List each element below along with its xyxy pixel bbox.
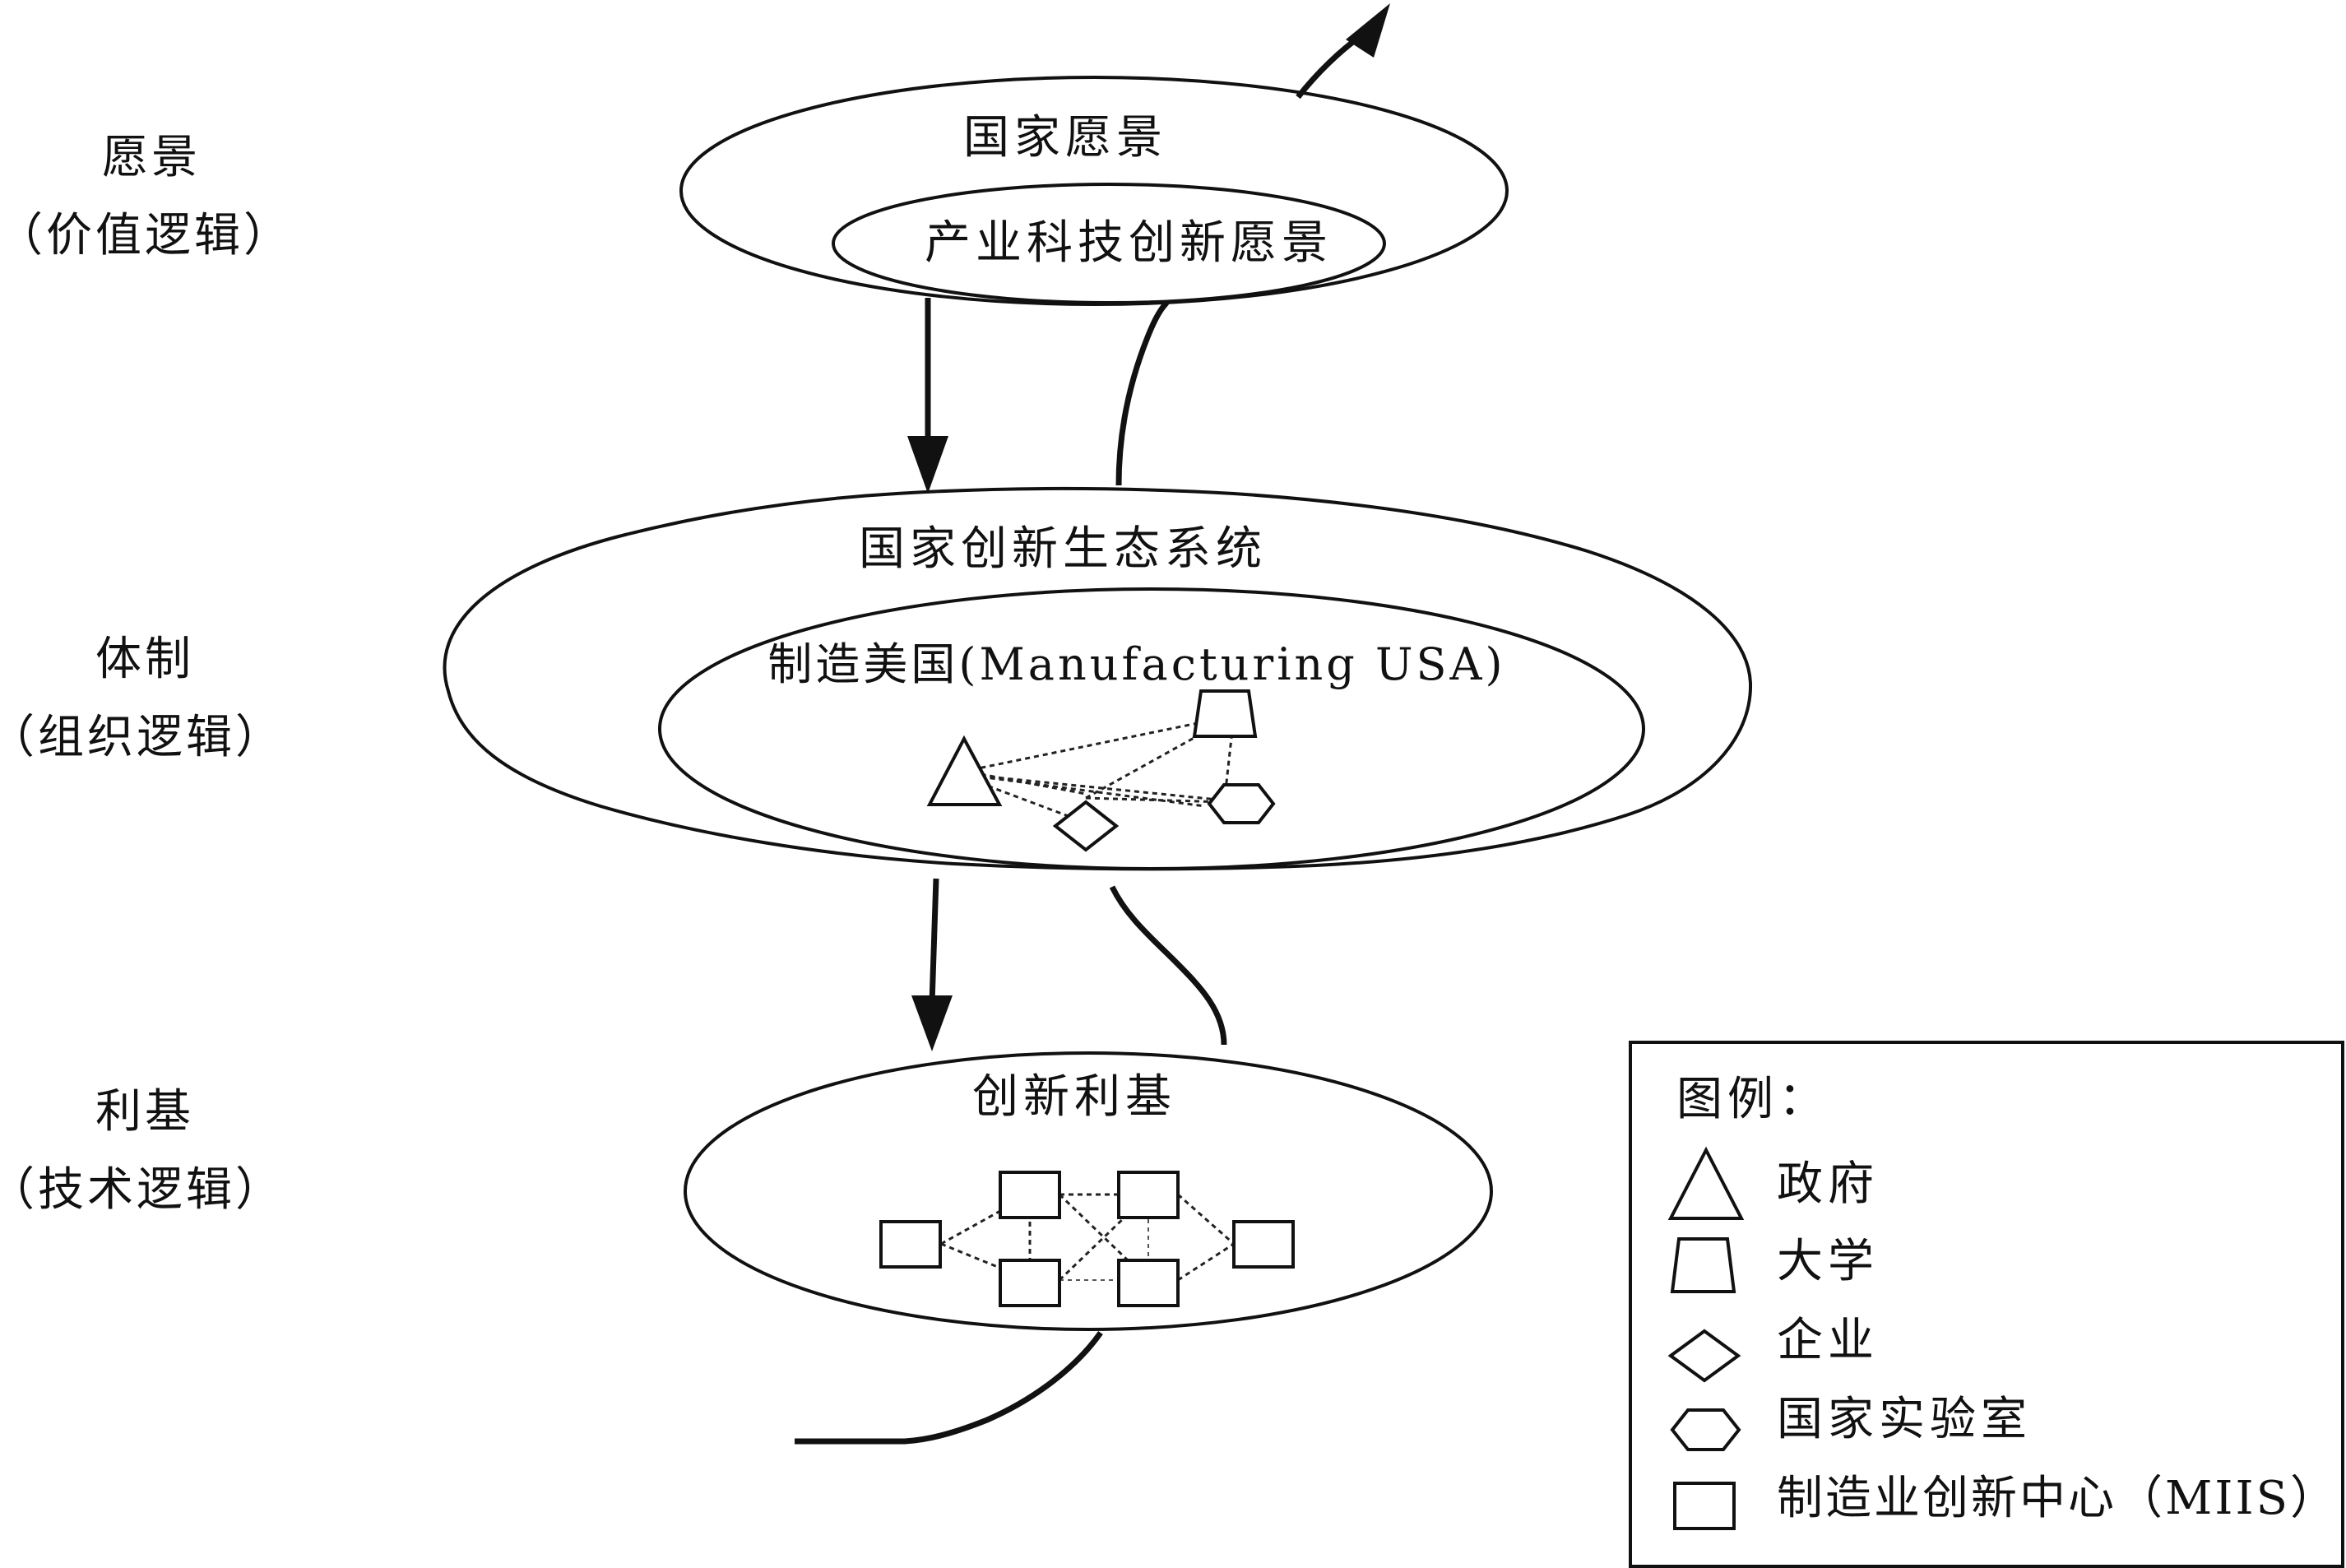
legend: 图例： 政府 大学 企业 国家实验室 制造业创新中心（MIIS） xyxy=(1629,1041,2344,1568)
enterprise-diamond-icon xyxy=(1052,800,1120,852)
industry-vision-ellipse xyxy=(832,183,1386,304)
legend-miis-square-icon xyxy=(1673,1482,1736,1530)
legend-label-miis: 制造业创新中心（MIIS） xyxy=(1777,1472,2339,1525)
vision-side-title: 愿景 xyxy=(102,131,201,184)
national-vision-label: 国家愿景 xyxy=(963,111,1167,165)
legend-label-university: 大学 xyxy=(1777,1235,1879,1288)
ecosystem-layer: 国家创新生态系统 制造美国(Manufacturing USA) xyxy=(443,487,1753,871)
legend-label-enterprise: 企业 xyxy=(1777,1314,1879,1367)
vision-to-ecosystem-arrow xyxy=(907,298,948,494)
university-trapezoid-icon xyxy=(1192,689,1258,738)
national-ecosystem-label: 国家创新生态系统 xyxy=(859,522,1267,576)
miis-square-icon-left xyxy=(879,1220,942,1269)
miis-network xyxy=(879,1171,1295,1307)
government-triangle-icon xyxy=(926,735,1003,806)
national-lab-hexagon-icon xyxy=(1207,783,1276,824)
feedback-curve-upper xyxy=(1115,3,1390,486)
feedback-curve-middle xyxy=(1109,885,1227,1046)
legend-national-lab-hexagon-icon xyxy=(1670,1408,1741,1451)
legend-university-trapezoid-icon xyxy=(1670,1237,1736,1293)
niche-layer: 创新利基 xyxy=(684,1051,1493,1331)
legend-box xyxy=(1629,1041,2344,1568)
industry-vision-label: 产业科技创新愿景 xyxy=(925,216,1333,270)
miis-square-icon-top-right xyxy=(1117,1171,1180,1219)
miis-square-icon-right xyxy=(1232,1220,1295,1269)
institution-side-title: 体制 xyxy=(95,633,194,686)
legend-label-government: 政府 xyxy=(1777,1157,1879,1211)
feedback-curve-lower xyxy=(795,1330,1103,1445)
side-labels: 愿景 （价值逻辑） 体制 （组织逻辑） 利基 （技术逻辑） xyxy=(0,131,293,1217)
niche-side-title: 利基 xyxy=(95,1085,194,1139)
legend-title: 图例： xyxy=(1676,1073,1829,1126)
niche-side-subtitle: （技术逻辑） xyxy=(0,1163,285,1217)
legend-government-triangle-icon xyxy=(1667,1146,1745,1220)
innovation-niche-label: 创新利基 xyxy=(972,1070,1176,1124)
institution-side-subtitle: （组织逻辑） xyxy=(0,711,285,764)
miis-square-icon-bottom-right xyxy=(1117,1259,1180,1307)
manufacturing-usa-ellipse xyxy=(658,587,1645,870)
legend-enterprise-diamond-icon xyxy=(1667,1329,1741,1383)
vision-layer: 国家愿景 产业科技创新愿景 xyxy=(679,76,1509,306)
actor-network xyxy=(926,689,1276,852)
miis-square-icon-bottom-left xyxy=(999,1259,1061,1307)
ecosystem-to-niche-arrow xyxy=(911,878,953,1051)
manufacturing-usa-label: 制造美国(Manufacturing USA) xyxy=(767,638,1505,690)
miis-square-icon-top-left xyxy=(999,1171,1061,1219)
vision-side-subtitle: （价值逻辑） xyxy=(0,209,293,262)
legend-label-national-lab: 国家实验室 xyxy=(1777,1393,2032,1446)
